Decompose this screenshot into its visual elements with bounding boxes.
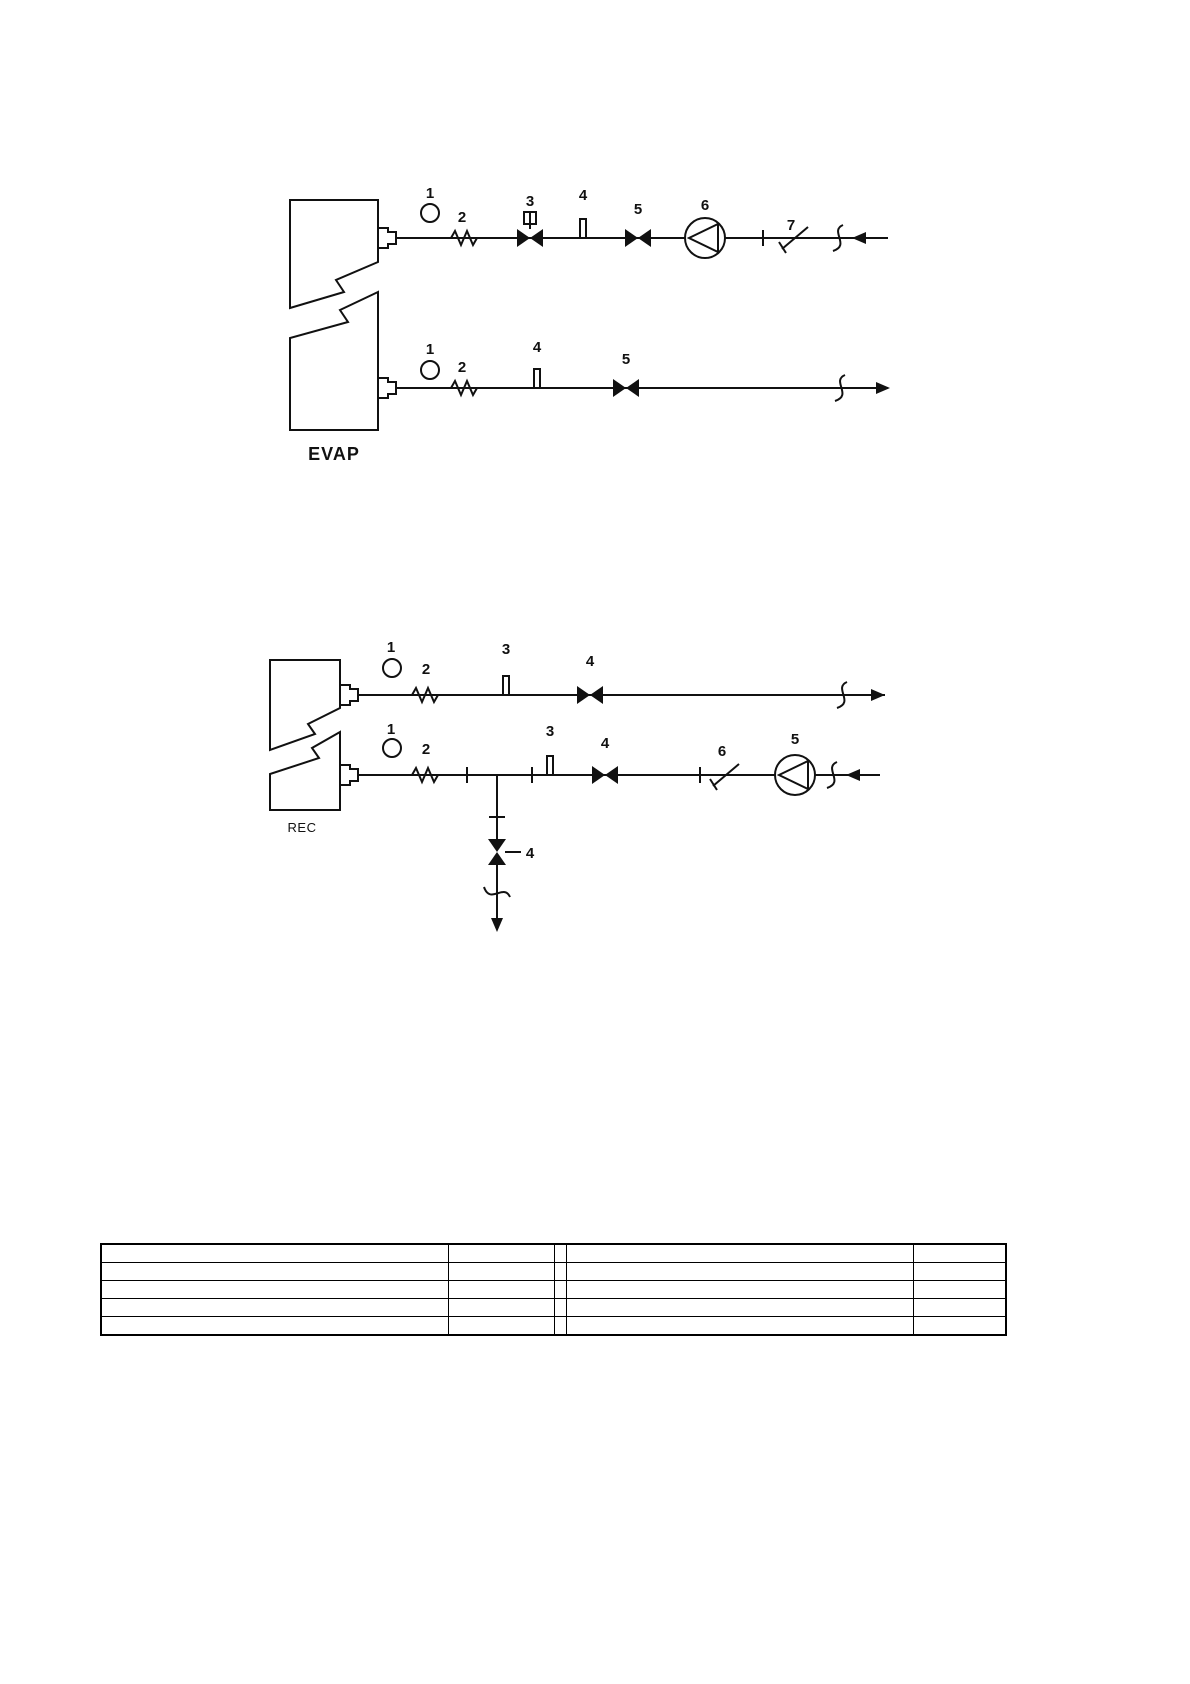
evap-piping-diagram: EVAP 1 2 3 4 5 6 7: [289, 185, 890, 464]
table-row: [100, 1262, 1007, 1281]
table-cell: [565, 1262, 914, 1281]
flow-arrow-left-icon: [846, 769, 860, 781]
shutoff-valve-icon: [592, 766, 618, 784]
table-cell: [100, 1243, 449, 1263]
evap-vessel-upper-shell: [289, 199, 379, 310]
legend-table: [100, 1243, 1007, 1336]
thermowell-icon: [546, 755, 554, 776]
item-number: 1: [387, 721, 395, 738]
table-cell: [447, 1280, 555, 1299]
angle-device-icon: [709, 763, 740, 791]
thermowell-icon: [533, 368, 541, 389]
evap-nozzle-top-icon: [377, 227, 397, 249]
thermowell-icon: [502, 675, 510, 696]
item-number: 2: [422, 661, 430, 678]
table-cell: [553, 1298, 567, 1317]
pump-icon: [684, 217, 726, 259]
table-cell: [100, 1316, 449, 1336]
table-cell: [565, 1243, 914, 1263]
rec-vessel: REC: [269, 659, 359, 835]
table-cell: [100, 1298, 449, 1317]
item-number: 1: [426, 185, 434, 202]
instrument-circle-icon: [420, 360, 440, 380]
item-number: 2: [458, 209, 466, 226]
rec-piping-diagram: REC 1 2 3 4: [269, 639, 885, 932]
rec-bottom-line: 1 2 3 4 6 5: [358, 721, 880, 796]
table-cell: [553, 1280, 567, 1299]
flow-arrow-right-icon: [876, 382, 890, 394]
rec-nozzle-top-icon: [339, 684, 359, 706]
table-cell: [565, 1316, 914, 1336]
item-number: 4: [526, 845, 535, 862]
instrument-circle-icon: [382, 658, 402, 678]
drain-valve-icon: [488, 839, 506, 865]
table-cell: [565, 1298, 914, 1317]
table-row: [100, 1280, 1007, 1299]
table-row: [100, 1298, 1007, 1317]
shutoff-valve-icon: [577, 686, 603, 704]
table-row: [100, 1316, 1007, 1336]
item-number: 6: [718, 743, 726, 760]
table-cell: [912, 1298, 1007, 1317]
item-number: 3: [502, 641, 510, 658]
item-number: 4: [579, 187, 588, 204]
item-number: 4: [586, 653, 595, 670]
item-number: 5: [791, 731, 799, 748]
item-number: 3: [546, 723, 554, 740]
evap-vessel-lower-shell: [289, 290, 379, 431]
shutoff-valve-icon: [625, 229, 651, 247]
rec-drain-branch: 4: [483, 775, 535, 932]
table-cell: [553, 1262, 567, 1281]
flow-arrow-down-icon: [491, 918, 503, 932]
evap-top-line: 1 2 3 4 5 6 7: [396, 185, 888, 259]
item-number: 3: [526, 193, 534, 210]
solenoid-valve-icon: [517, 211, 543, 247]
item-number: 2: [458, 359, 466, 376]
rec-nozzle-bottom-icon: [339, 764, 359, 786]
rec-vessel-label: REC: [288, 820, 317, 835]
flow-arrow-right-icon: [871, 689, 885, 701]
table-cell: [553, 1316, 567, 1336]
item-number: 1: [426, 341, 434, 358]
table-row: [100, 1243, 1007, 1263]
rec-top-line: 1 2 3 4: [358, 639, 885, 709]
table-cell: [912, 1280, 1007, 1299]
instrument-circle-icon: [382, 738, 402, 758]
table-cell: [100, 1262, 449, 1281]
table-cell: [100, 1280, 449, 1299]
table-cell: [565, 1280, 914, 1299]
item-number: 5: [634, 201, 642, 218]
table-cell: [447, 1298, 555, 1317]
table-cell: [447, 1316, 555, 1336]
evap-bottom-line: 1 2 4 5: [396, 339, 890, 402]
table-cell: [447, 1262, 555, 1281]
table-cell: [553, 1243, 567, 1263]
item-number: 1: [387, 639, 395, 656]
flow-arrow-left-icon: [852, 232, 866, 244]
pump-icon: [774, 754, 816, 796]
evap-nozzle-bottom-icon: [377, 377, 397, 399]
item-number: 6: [701, 197, 709, 214]
item-number: 2: [422, 741, 430, 758]
table-cell: [912, 1262, 1007, 1281]
rec-vessel-upper-shell: [269, 659, 341, 752]
evap-vessel-label: EVAP: [308, 444, 360, 464]
item-number: 4: [533, 339, 542, 356]
instrument-circle-icon: [420, 203, 440, 223]
legend-table-body: [100, 1243, 1007, 1336]
item-number: 5: [622, 351, 630, 368]
rec-vessel-lower-shell: [269, 730, 341, 811]
table-cell: [912, 1243, 1007, 1263]
item-number: 4: [601, 735, 610, 752]
evap-vessel: EVAP: [289, 199, 397, 464]
item-number: 7: [787, 217, 795, 234]
table-cell: [912, 1316, 1007, 1336]
table-cell: [447, 1243, 555, 1263]
thermowell-icon: [579, 218, 587, 239]
shutoff-valve-icon: [613, 379, 639, 397]
